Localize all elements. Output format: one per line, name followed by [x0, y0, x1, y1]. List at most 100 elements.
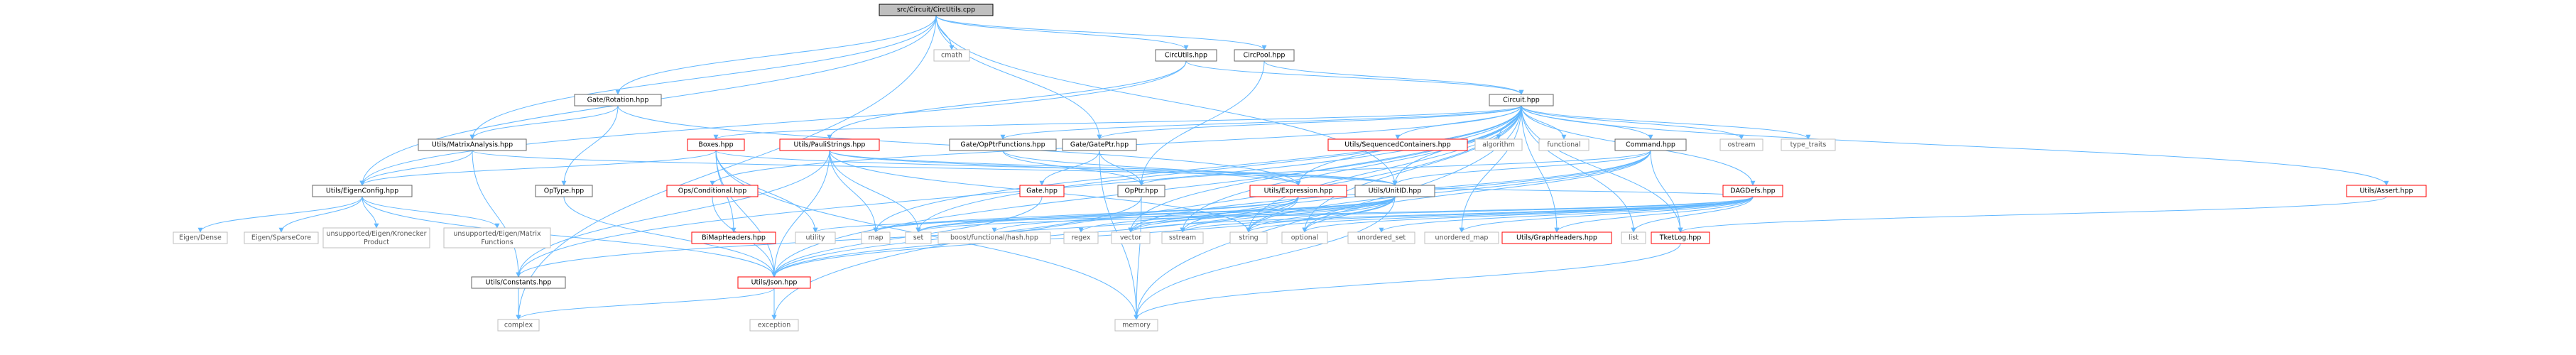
node-dagdefs[interactable]: DAGDefs.hpp [1722, 185, 1783, 197]
node-boxes[interactable]: Boxes.hpp [687, 138, 745, 151]
node-box [1155, 49, 1217, 62]
edge-utils_assert-to-tketlog [1678, 196, 2387, 233]
node-utils-unitid[interactable]: Utils/UnitID.hpp [1354, 185, 1435, 197]
node-command-hpp[interactable]: Command.hpp [1614, 138, 1687, 151]
edge-circuit_hpp-to-vector [1128, 105, 1522, 233]
node-label: memory [1122, 322, 1151, 329]
node-label: unordered_map [1435, 234, 1489, 242]
node-utility: utility [795, 231, 836, 244]
edge-root-to-circpool_hpp [935, 15, 1267, 50]
node-label: Utils/MatrixAnalysis.hpp [432, 141, 513, 149]
edge-utils_expr-to-set [915, 196, 1299, 233]
node-box [795, 231, 836, 244]
node-box [173, 231, 228, 244]
node-label: Gate/GatePtr.hpp [1070, 141, 1129, 149]
edge-circuit_hpp-to-string [1246, 105, 1522, 233]
edge-gate_opptrfn-to-opptr_hpp [1002, 150, 1144, 186]
edge-boxes-to-utils_eigen [359, 150, 717, 186]
node-opptr-hpp[interactable]: OpPtr.hpp [1117, 185, 1165, 197]
edge-circuit_hpp-to-gate_gateptr [1097, 105, 1522, 140]
node-box [2346, 185, 2427, 197]
node-label: vector [1120, 234, 1141, 242]
node-gate-rotation[interactable]: Gate/Rotation.hpp [574, 94, 662, 106]
node-label: utility [805, 234, 825, 242]
node-functional: functional [1538, 138, 1589, 151]
node-utils-matrix[interactable]: Utils/MatrixAnalysis.hpp [418, 138, 527, 151]
edge-command_hpp-to-tketlog [1650, 150, 1683, 233]
node-label: Gate/Rotation.hpp [587, 97, 649, 104]
node-regex: regex [1063, 231, 1099, 244]
edge-circpool_hpp-to-opptr_hpp [1138, 60, 1265, 186]
edge-circutils_hpp-to-utils_eigen [359, 60, 1187, 186]
node-root[interactable]: src/Circuit/CircUtils.cpp [879, 4, 994, 16]
node-box [1161, 231, 1204, 244]
node-box [666, 185, 759, 197]
node-label: map [868, 234, 883, 242]
node-box [1327, 138, 1468, 151]
node-box [244, 231, 319, 244]
node-gate-hpp[interactable]: Gate.hpp [1019, 185, 1065, 197]
edge-utils_unitid-to-regex [1078, 196, 1396, 233]
node-box [1234, 49, 1295, 62]
edge-circpool_hpp-to-circuit_hpp [1263, 60, 1524, 95]
node-utils-eigen[interactable]: Utils/EigenConfig.hpp [312, 185, 413, 197]
node-box [691, 231, 776, 244]
node-box [1117, 185, 1165, 197]
node-box [879, 4, 994, 16]
node-box [933, 49, 970, 62]
node-circutils-hpp[interactable]: CircUtils.hpp [1155, 49, 1217, 62]
node-vector: vector [1111, 231, 1151, 244]
edge-root-to-utils_matrix [469, 15, 937, 140]
node-optype[interactable]: OpType.hpp [535, 185, 593, 197]
edge-utils_pauli-to-set [829, 150, 921, 233]
edge-boxes-to-utils_json [715, 150, 777, 278]
node-box [1474, 138, 1523, 151]
node-utils-json[interactable]: Utils/Json.hpp [737, 276, 811, 289]
node-box [471, 276, 566, 289]
node-set: set [905, 231, 932, 244]
node-utils-pauli[interactable]: Utils/PauliStrings.hpp [779, 138, 880, 151]
edge-utils_pauli-to-utils_unitid [829, 150, 1398, 186]
node-box [1538, 138, 1589, 151]
node-exception: exception [749, 319, 799, 332]
node-circpool-hpp[interactable]: CircPool.hpp [1234, 49, 1295, 62]
node-box [1019, 185, 1065, 197]
node-box [1501, 231, 1612, 244]
node-utils-graphheaders[interactable]: Utils/GraphHeaders.hpp [1501, 231, 1612, 244]
node-label: CircPool.hpp [1244, 52, 1286, 60]
node-box [1614, 138, 1687, 151]
node-eigen-dense: Eigen/Dense [173, 231, 228, 244]
edge-utils_unitid-to-vector [1128, 196, 1396, 233]
node-tketlog[interactable]: TketLog.hpp [1651, 231, 1710, 244]
edge-circuit_hpp-to-type_traits [1521, 105, 1811, 140]
node-box [1347, 231, 1415, 244]
node-utils-assert[interactable]: Utils/Assert.hpp [2346, 185, 2427, 197]
node-gate-opptrfn[interactable]: Gate/OpPtrFunctions.hpp [949, 138, 1057, 151]
node-box [1621, 231, 1646, 244]
node-utils-expr[interactable]: Utils/Expression.hpp [1249, 185, 1347, 197]
edge-utils_eigen-to-eigen_kron [362, 196, 379, 229]
node-utils-seq[interactable]: Utils/SequencedContainers.hpp [1327, 138, 1468, 151]
node-complex: complex [497, 319, 540, 332]
node-box [497, 319, 540, 332]
edge-gate_opptrfn-to-utils_expr [1002, 150, 1301, 186]
node-type-traits: type_traits [1781, 138, 1836, 151]
node-box [1062, 138, 1137, 151]
node-box [1229, 231, 1268, 244]
node-box [1722, 185, 1783, 197]
node-memory: memory [1114, 319, 1158, 332]
node-circuit-hpp[interactable]: Circuit.hpp [1489, 94, 1554, 106]
node-box [1354, 185, 1435, 197]
node-gate-gateptr[interactable]: Gate/GatePtr.hpp [1062, 138, 1137, 151]
node-label: OpPtr.hpp [1124, 187, 1158, 195]
node-utils-constants[interactable]: Utils/Constants.hpp [471, 276, 566, 289]
node-label: Utils/Constants.hpp [486, 279, 552, 287]
edge-root-to-gate_rotation [615, 15, 937, 95]
node-ops-conditional[interactable]: Ops/Conditional.hpp [666, 185, 759, 197]
node-label: list [1629, 234, 1638, 242]
node-bimap[interactable]: BiMapHeaders.hpp [691, 231, 776, 244]
node-box [1249, 185, 1347, 197]
